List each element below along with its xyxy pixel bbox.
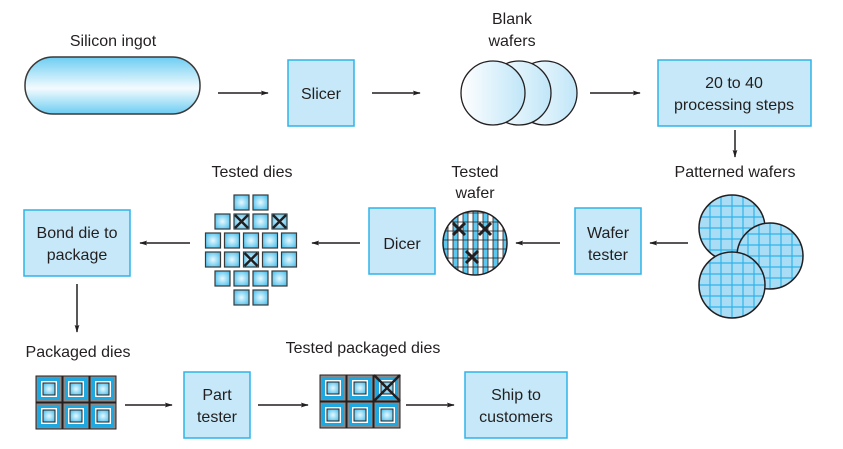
wafer-outline [442,210,508,276]
silicon-ingot-label: Silicon ingot [70,33,157,50]
patterned-wafers [698,194,804,319]
die [326,408,340,422]
wafer-stripe [503,211,507,275]
wafer-grid [699,252,765,318]
wafer-stripe [453,211,458,275]
tested-dies-label: Tested dies [212,164,293,181]
die [252,289,269,306]
die [204,232,222,249]
die [353,408,367,422]
die [261,232,279,249]
wafer-tester-label-line2: tester [588,247,629,264]
die [214,270,231,287]
fail-mark [272,214,287,229]
tested-wafer-label-line2: wafer [454,185,495,202]
tested-packaged-dies-label: Tested packaged dies [286,340,441,357]
packaged-dies-label: Packaged dies [26,344,131,361]
part-tester-label-line2: tester [197,409,238,426]
package [319,374,347,402]
die [96,382,110,396]
dicer-box: Dicer [368,207,436,275]
ship-label-line1: Ship to [491,387,541,404]
ship-to-customers-box: Ship to customers [464,371,568,439]
package [346,374,374,402]
package [346,401,374,429]
fail-mark [451,221,467,237]
die [69,409,83,423]
processing-label-line1: 20 to 40 [705,75,763,92]
tested-wafer [442,210,508,276]
wafer-stripe [443,211,448,275]
die [280,251,298,268]
bond-die-box: Bond die to package [23,209,131,277]
blank-wafers-label-line1: Blank [492,11,533,28]
die [252,194,269,211]
wafer-stripe [463,211,468,275]
part-tester-box: Part tester [183,371,251,439]
tested-packaged-dies-grid [319,374,401,429]
package [89,375,117,403]
wafer-tester-box: Wafer tester [574,207,642,275]
package [62,375,90,403]
die [271,270,288,287]
ship-label-line2: customers [479,409,553,426]
wafer-stripe [493,211,498,275]
die [204,251,222,268]
fail-mark [373,374,401,402]
bond-label-line2: package [47,247,108,264]
package [35,375,63,403]
blank-wafer [460,60,526,126]
die [326,381,340,395]
dicer-label: Dicer [383,236,421,253]
fail-mark [464,249,480,265]
wafer-outline [698,251,766,319]
bond-label-line1: Bond die to [37,225,118,242]
part-tester-label-line1: Part [202,387,232,404]
die [42,409,56,423]
package [373,374,401,402]
die [280,232,298,249]
patterned-wafers-label: Patterned wafers [675,164,796,181]
die [252,213,269,230]
die [223,232,241,249]
die [233,289,250,306]
wafer-stripe [483,211,488,275]
die [223,251,241,268]
die [42,382,56,396]
wafer-stripe [473,211,478,275]
slicer-box: Slicer [287,59,355,127]
fail-mark [243,252,259,267]
packaged-dies-grid [35,375,117,430]
fail-mark [477,221,493,237]
wafer-tester-label-line1: Wafer [587,225,630,242]
package [35,402,63,430]
die [380,408,394,422]
package [89,402,117,430]
die [233,194,250,211]
blank-wafers-label-line2: wafers [487,33,535,50]
blank-wafers [460,60,578,126]
package [62,402,90,430]
package [373,401,401,429]
die [69,382,83,396]
package [319,401,347,429]
slicer-label: Slicer [301,86,342,103]
die [252,270,269,287]
processing-label-line2: processing steps [674,97,794,114]
die [261,251,279,268]
patterned-wafer [698,251,766,319]
tested-wafer-label-line1: Tested [451,164,498,181]
die [353,381,367,395]
silicon-ingot [24,56,201,115]
die [96,409,110,423]
processing-steps-box: 20 to 40 processing steps [657,59,812,127]
die [242,232,260,249]
die [233,270,250,287]
die [214,213,231,230]
tested-dies-grid [204,194,298,306]
fail-mark [234,214,249,229]
